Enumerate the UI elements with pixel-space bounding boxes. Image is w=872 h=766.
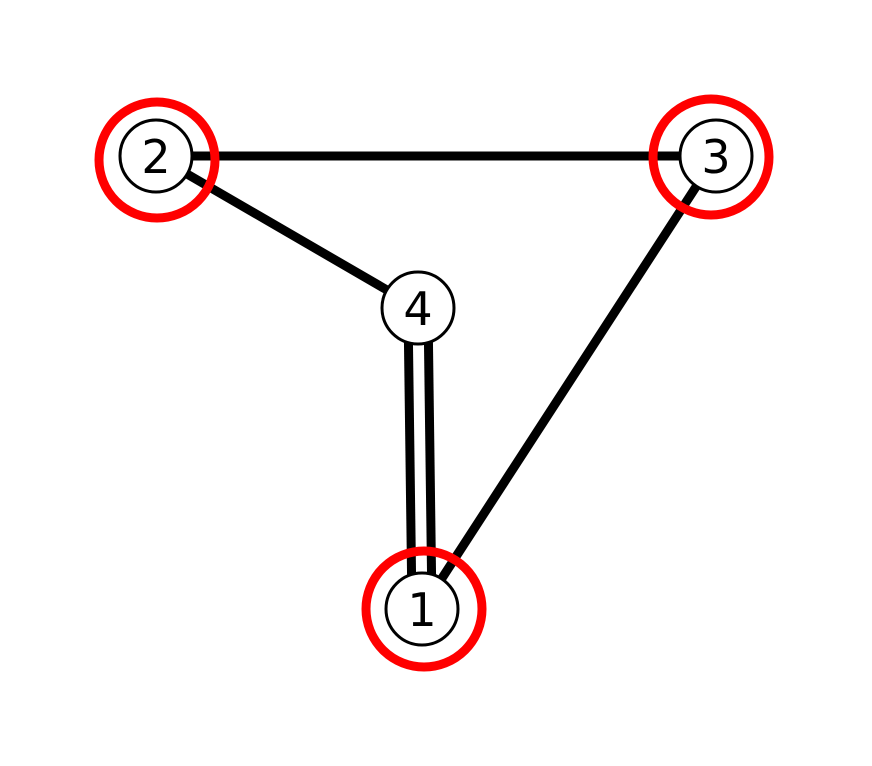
node-4[interactable]: 4	[380, 270, 456, 346]
edge-4-1	[403, 308, 417, 610]
node-circle	[118, 118, 194, 194]
highlight-ring-3	[648, 94, 774, 220]
nodes-layer: 1 2 3 4	[94, 94, 774, 672]
highlight-ring-2	[94, 97, 220, 223]
edge-4-1	[423, 307, 437, 609]
node-circle	[384, 571, 460, 647]
node-label: 3	[701, 130, 730, 184]
node-2[interactable]: 2	[94, 97, 220, 223]
node-circle	[678, 118, 754, 194]
edge-3-1	[418, 153, 720, 612]
node-1[interactable]: 1	[361, 546, 487, 672]
node-circle	[380, 270, 456, 346]
edges-layer	[153, 151, 720, 612]
edge-2-4	[153, 152, 421, 312]
node-label: 1	[407, 583, 436, 637]
highlight-ring-1	[361, 546, 487, 672]
node-3[interactable]: 3	[648, 94, 774, 220]
node-label: 2	[141, 130, 170, 184]
node-label: 4	[403, 282, 432, 336]
